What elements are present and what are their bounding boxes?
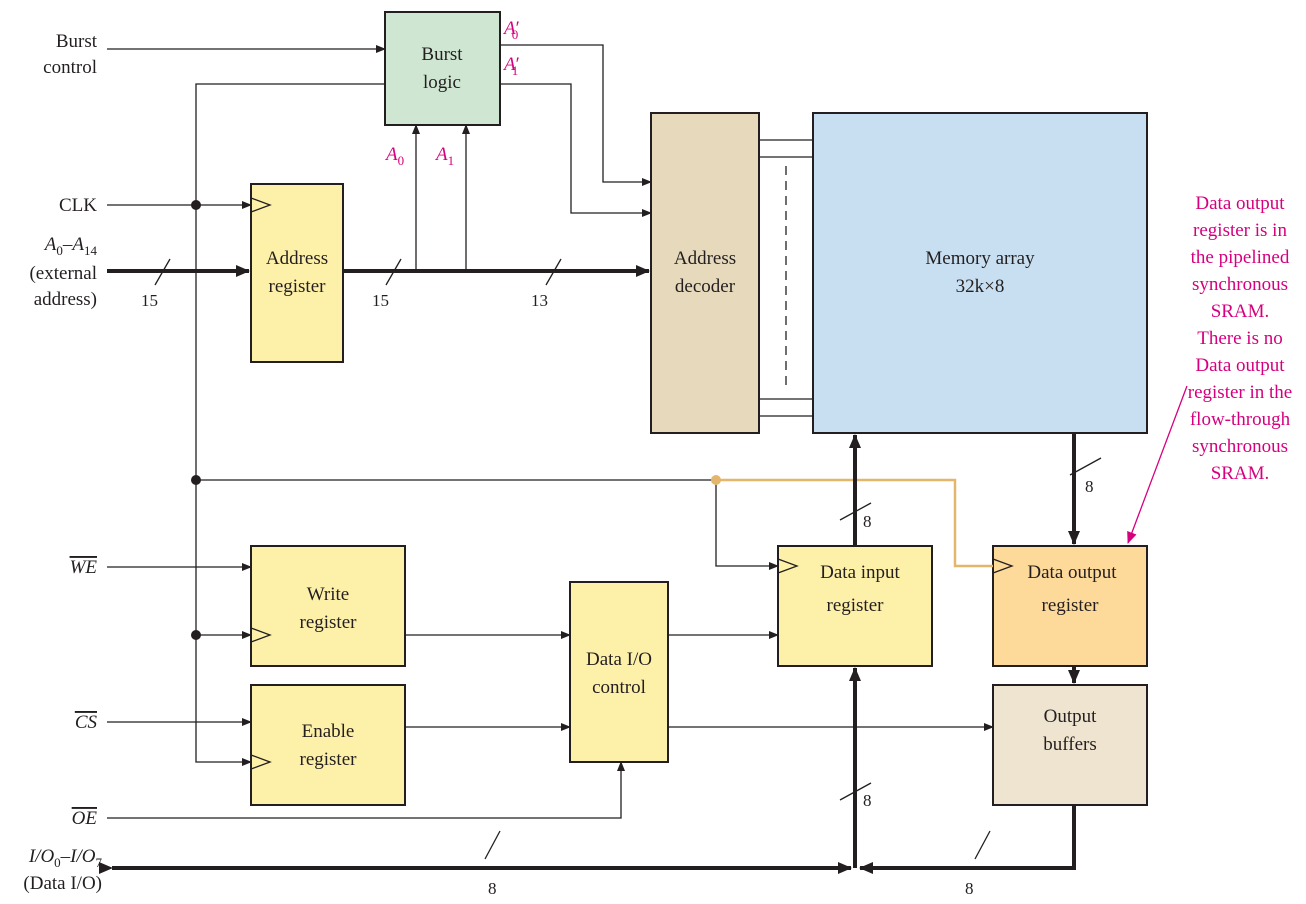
address-decoder-rect: [650, 112, 760, 434]
write-register-label-1: Write: [307, 584, 350, 605]
annotation-text: Data output register is in the pipelined…: [1188, 193, 1292, 484]
memory-array-block: Memory array 32k×8: [812, 112, 1148, 434]
clock-marker-data-output: [992, 558, 1014, 574]
clock-marker-address: [250, 197, 272, 213]
a1-prime-wire: [500, 83, 652, 217]
data-output-register-label-2: register: [1042, 595, 1100, 616]
clock-input-markers: [250, 197, 1014, 770]
data-input-register-rect: [777, 545, 933, 667]
output-buffers-block: Output buffers: [992, 684, 1148, 806]
write-register-rect: [250, 545, 406, 667]
memory-array-label-2: 32k×8: [956, 276, 1005, 297]
burst-logic-label-1: Burst: [421, 44, 463, 65]
io-range-label: I/O0–I/O7: [28, 846, 103, 870]
clock-marker-enable: [250, 754, 272, 770]
bus-width-addr-in: 15: [141, 291, 158, 310]
output-buffers-label-2: buffers: [1043, 734, 1096, 755]
output-buffers-label-1: Output: [1044, 706, 1098, 727]
burst-logic-rect: [384, 11, 501, 126]
bus-width-din-top: 8: [863, 512, 872, 531]
buffers-to-io-bus: [859, 805, 1076, 874]
a1-prime-label: A′1: [502, 54, 520, 78]
a0-prime-label: A′0: [502, 18, 520, 42]
annotation-line-9: flow-through: [1190, 409, 1291, 430]
annotation-line-5: SRAM.: [1211, 301, 1270, 322]
address-register-label-2: register: [269, 276, 327, 297]
data-input-register-block: Data input register: [777, 545, 933, 667]
clock-trunk-wire: [195, 83, 385, 766]
we-label: WE: [70, 557, 98, 578]
clock-junction-1: [191, 200, 201, 210]
annotation-line-1: Data output: [1195, 193, 1285, 214]
memory-array-label-1: Memory array: [925, 248, 1035, 269]
enable-register-label-2: register: [300, 749, 358, 770]
burst-logic-label-2: logic: [423, 72, 461, 93]
address-range-label: A0–A14: [43, 234, 98, 258]
bus-width-io-left: 8: [488, 879, 497, 898]
write-register-label-2: register: [300, 612, 358, 633]
address-register-block: Address register: [250, 183, 344, 363]
oe-label: OE: [72, 808, 98, 829]
a0-label: A0: [384, 144, 404, 168]
bus-width-addr-reg-out: 15: [372, 291, 389, 310]
data-io-control-block: Data I/O control: [569, 581, 669, 763]
annotation-arrow: [1127, 385, 1188, 544]
address-decoder-block: Address decoder: [650, 112, 760, 434]
a0-prime-wire: [500, 44, 652, 186]
address-note-2: address): [34, 289, 97, 310]
oe-wire: [107, 761, 625, 819]
clk-to-data-input-wire: [715, 480, 779, 570]
annotation-line-2: register is in: [1193, 220, 1287, 241]
address-decoder-label-2: decoder: [675, 276, 736, 297]
annotation-line-10: synchronous: [1192, 436, 1288, 457]
clock-marker-write: [250, 627, 272, 643]
annotation-line-4: synchronous: [1192, 274, 1288, 295]
burst-logic-block: Burst logic: [384, 11, 501, 126]
burst-control-label-2: control: [43, 57, 97, 78]
data-input-register-label-2: register: [827, 595, 885, 616]
cs-label: CS: [75, 712, 98, 733]
data-io-control-label-1: Data I/O: [586, 649, 652, 670]
bus-width-decoder-in: 13: [531, 291, 548, 310]
output-buffers-rect: [992, 684, 1148, 806]
clock-junction-3: [191, 630, 201, 640]
memory-array-rect: [812, 112, 1148, 434]
write-register-block: Write register: [250, 545, 406, 667]
io-note-label: (Data I/O): [23, 873, 102, 894]
clk-label: CLK: [59, 195, 97, 216]
annotation-line-3: the pipelined: [1191, 247, 1290, 268]
clock-marker-data-input: [777, 558, 799, 574]
enable-register-rect: [250, 684, 406, 806]
address-register-rect: [250, 183, 344, 363]
address-register-label-1: Address: [266, 248, 328, 269]
annotation-line-7: Data output: [1195, 355, 1285, 376]
address-decoder-label-1: Address: [674, 248, 736, 269]
data-output-register-block: Data output register: [992, 545, 1148, 667]
data-io-control-rect: [569, 581, 669, 763]
data-input-register-label-1: Data input: [820, 562, 900, 583]
clk-to-data-output-wire: [716, 478, 993, 568]
burst-control-label-1: Burst: [56, 31, 98, 52]
annotation-line-11: SRAM.: [1211, 463, 1270, 484]
data-output-register-rect: [992, 545, 1148, 667]
bus-width-mem-out: 8: [1085, 477, 1094, 496]
clock-junction-2: [191, 475, 201, 485]
bus-width-slashes: [154, 258, 1102, 860]
address-note-1: (external: [29, 263, 97, 284]
annotation-line-6: There is no: [1197, 328, 1282, 349]
enable-register-block: Enable register: [250, 684, 406, 806]
annotation-line-8: register in the: [1188, 382, 1292, 403]
decoder-memory-link: [759, 139, 813, 417]
a1-label: A1: [434, 144, 454, 168]
bus-width-io-right: 8: [965, 879, 974, 898]
data-io-control-label-2: control: [592, 677, 646, 698]
clock-junction-4: [711, 475, 721, 485]
data-output-register-label-1: Data output: [1027, 562, 1117, 583]
enable-register-label-1: Enable: [302, 721, 355, 742]
bus-width-din-bottom: 8: [863, 791, 872, 810]
